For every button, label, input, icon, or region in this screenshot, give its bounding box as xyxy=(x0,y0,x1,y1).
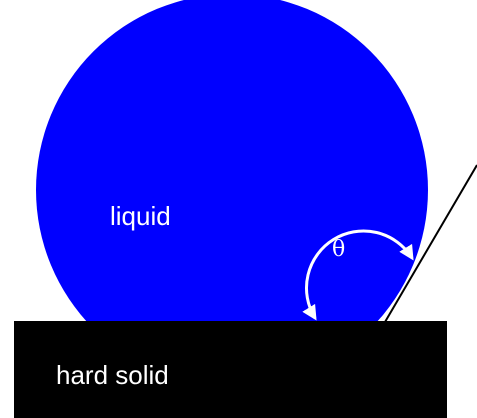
liquid-label: liquid xyxy=(110,201,171,231)
contact-angle-label: θ xyxy=(332,237,345,262)
solid-label: hard solid xyxy=(56,360,169,390)
solid-substrate xyxy=(14,321,447,418)
contact-angle-arc xyxy=(302,229,414,321)
